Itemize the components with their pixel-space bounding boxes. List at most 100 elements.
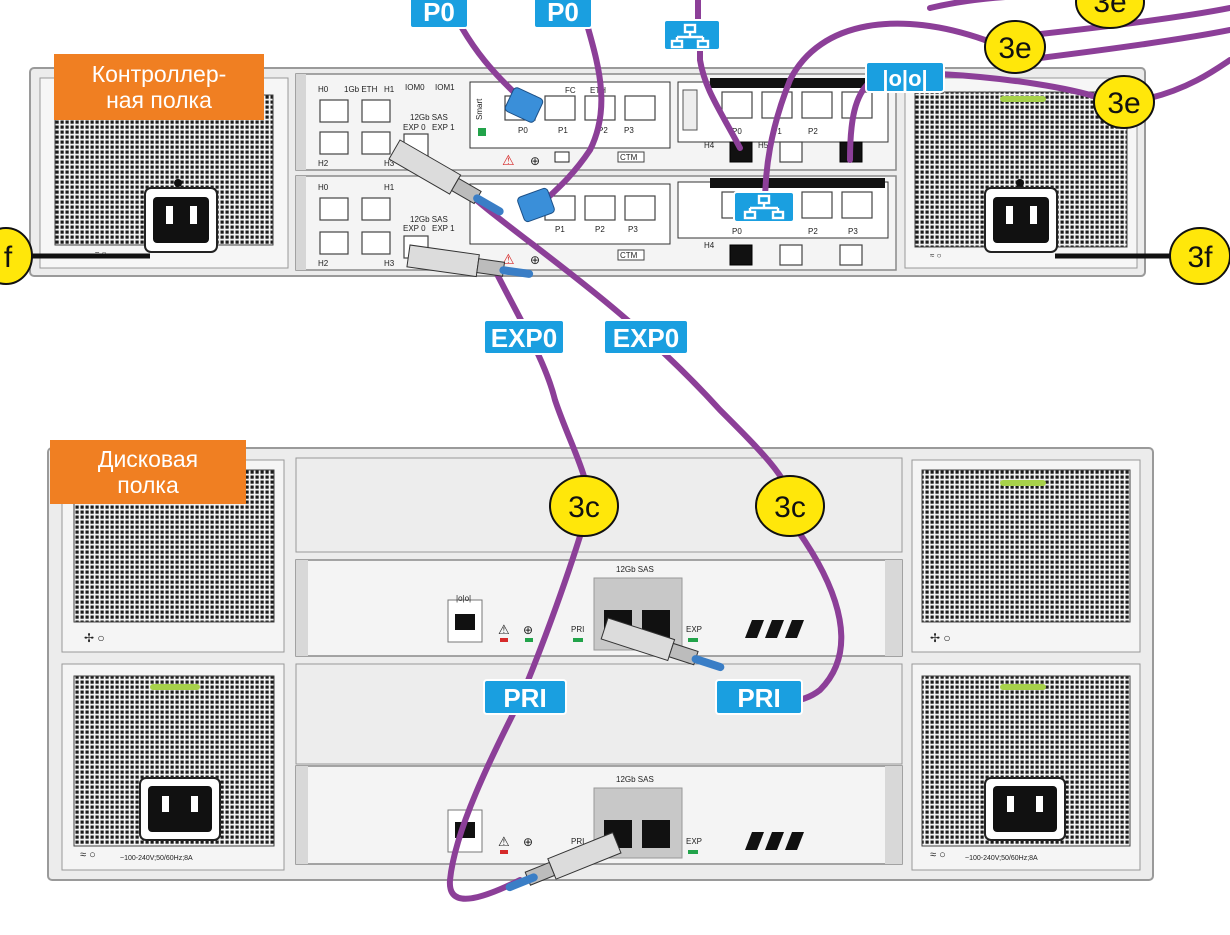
port-label-h3: H3: [384, 159, 395, 168]
label-h4: H4: [704, 141, 715, 150]
badge-3f-right: 3f: [1055, 227, 1230, 285]
label-iom0: IOM0: [405, 83, 425, 92]
badge-3c-left-text: 3c: [568, 491, 600, 524]
label-fc: FC: [565, 86, 576, 95]
badge-3e-low-text: 3e: [1107, 87, 1140, 120]
port-label-h0: H0: [318, 85, 329, 94]
label-pri-b: PRI: [571, 837, 584, 846]
label-p3-b: P3: [628, 225, 638, 234]
callout-disk-line1: Дисковая: [98, 446, 198, 472]
callout-disk-shelf: Дисковая полка: [50, 440, 246, 504]
tag-p0-right-text: P0: [547, 0, 579, 27]
label-p0: P0: [518, 126, 528, 135]
label-eth-p1: P1: [772, 127, 782, 136]
psu-rating-right: ~100-240V;50/60Hz;8A: [965, 855, 1038, 862]
label-p1: P1: [558, 126, 568, 135]
tag-exp0-right: EXP0: [603, 319, 689, 355]
label-smart: Smart: [475, 98, 484, 120]
badge-3e-top: 3e: [1075, 0, 1145, 29]
tag-exp0-left-text: EXP0: [491, 323, 558, 353]
serial-console-icon: |o|o|: [882, 66, 927, 91]
callout-controller-shelf: Контроллер- ная полка: [54, 54, 264, 120]
tag-pri-right-text: PRI: [737, 683, 780, 713]
label-pri-a: PRI: [571, 625, 584, 634]
badge-3f-right-text: 3f: [1187, 241, 1213, 274]
tag-p0-left-text: P0: [423, 0, 455, 27]
label-sas: 12Gb SAS: [410, 113, 448, 122]
label-sas-b2: 12Gb SAS: [616, 775, 654, 784]
warning-icon: ⚠: [502, 152, 515, 168]
label-eth-p0: P0: [732, 127, 742, 136]
label-p2-b: P2: [595, 225, 605, 234]
port-label-h1: H1: [384, 85, 395, 94]
port-label-eth: 1Gb ETH: [344, 85, 378, 94]
label-p3: P3: [624, 126, 634, 135]
psu-right-ac-icon: ≈ ○: [930, 251, 942, 260]
badge-3f-left: f: [0, 227, 150, 285]
port-label-h0-b: H0: [318, 183, 329, 192]
tag-p0-left: P0: [409, 0, 469, 29]
tag-network-top: [663, 19, 721, 51]
badge-3c-left: 3c: [549, 475, 619, 537]
disk-fan-icon-right: ✢ ○: [930, 631, 951, 645]
badge-3c-right: 3c: [755, 475, 825, 537]
label-exp-a: EXP: [686, 625, 702, 634]
label-p2: P2: [598, 126, 608, 135]
sas-connectors: [388, 87, 725, 892]
label-ctm: CTM: [620, 153, 638, 162]
label-h4-b: H4: [704, 241, 715, 250]
callout-controller-line1: Контроллер-: [92, 61, 227, 87]
controller-module-top: H0 1Gb ETH H1 H2 H3 IOM0 IOM1 12Gb SAS E…: [295, 73, 897, 171]
network-icon: [670, 23, 710, 49]
tag-network-mid: [733, 191, 795, 223]
label-exp1-b: EXP 1: [432, 224, 455, 233]
disk-shelf: ✢ ○ ✢ ○ ≈ ○ ~100-240V;50/60Hz;8A ≈ ○ ~10…: [47, 447, 1154, 881]
warning-icon-a: ⚠: [498, 622, 510, 637]
label-h5: H5: [758, 141, 769, 150]
badge-3e-mid: 3e: [984, 20, 1046, 74]
port-label-h3-b: H3: [384, 259, 395, 268]
locate-icon: ⊕: [530, 154, 540, 168]
warning-icon-b: ⚠: [502, 251, 515, 267]
badge-3c-right-text: 3c: [774, 491, 806, 524]
label-ctm-b: CTM: [620, 251, 638, 260]
label-sas-b: 12Gb SAS: [410, 215, 448, 224]
tag-serial: |o|o|: [865, 61, 945, 93]
label-sas-a: 12Gb SAS: [616, 565, 654, 574]
callout-disk-line2: полка: [117, 472, 179, 498]
port-label-h2-b: H2: [318, 259, 329, 268]
label-iom1: IOM1: [435, 83, 455, 92]
tag-pri-right: PRI: [715, 679, 803, 715]
label-eth-p0-b: P0: [732, 227, 742, 236]
badge-3e-mid-text: 3e: [998, 32, 1031, 65]
label-exp0: EXP 0: [403, 123, 426, 132]
disk-ac-icon-right: ≈ ○: [930, 849, 946, 861]
label-exp0-b: EXP 0: [403, 224, 426, 233]
host-ports-top: H0 1Gb ETH H1 H2 H3: [318, 85, 395, 168]
badge-3e-low: 3e: [1093, 75, 1155, 129]
network-icon-2: [743, 194, 785, 220]
tag-pri-left: PRI: [483, 679, 567, 715]
controller-module-bottom: H0 H1 H2 H3 12Gb SAS EXP 0 EXP 1 P1 P2 P…: [295, 175, 897, 271]
locate-icon-b: ⊕: [530, 253, 540, 267]
port-label-h1-b: H1: [384, 183, 395, 192]
label-eth-p2-b: P2: [808, 227, 818, 236]
warning-icon-b2: ⚠: [498, 834, 510, 849]
port-label-h2: H2: [318, 159, 329, 168]
label-p1-b: P1: [555, 225, 565, 234]
serial-console-icon-a: |o|o|: [456, 594, 471, 603]
disk-fan-icon-left: ✢ ○: [84, 631, 105, 645]
disk-iom-a: |o|o| ⚠ ⊕ PRI 12Gb SAS EXP: [295, 559, 903, 657]
tag-p0-right: P0: [533, 0, 593, 29]
tag-exp0-right-text: EXP0: [613, 323, 680, 353]
badge-3f-left-text: f: [4, 241, 13, 274]
callout-controller-line2: ная полка: [106, 87, 212, 113]
label-exp-b: EXP: [686, 837, 702, 846]
badge-3e-top-text: 3e: [1093, 0, 1126, 19]
disk-ac-icon-left: ≈ ○: [80, 849, 96, 861]
locate-icon-b2: ⊕: [523, 835, 533, 849]
tag-exp0-left: EXP0: [483, 319, 565, 355]
label-exp1: EXP 1: [432, 123, 455, 132]
